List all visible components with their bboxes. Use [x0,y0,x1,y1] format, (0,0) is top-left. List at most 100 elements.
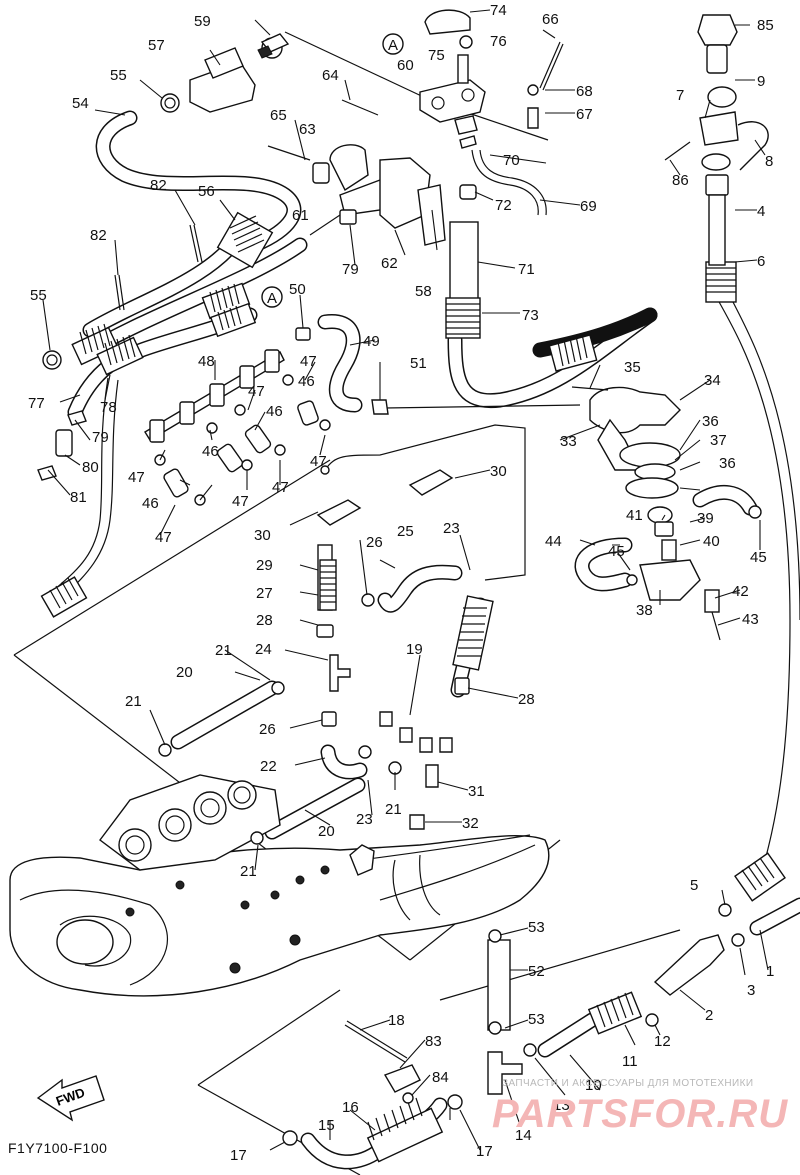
callout-60: 60 [397,57,414,74]
callout-6: 6 [757,253,765,270]
callout-9: 9 [757,73,765,90]
callout-21-c: 21 [385,801,402,818]
ref-marker-a-mid: A [267,290,277,307]
callout-21-a: 21 [215,642,232,659]
diagram-code: F1Y7100-F100 [8,1140,108,1156]
main-hoses [51,110,800,1170]
callout-74: 74 [490,2,507,19]
callout-28-right: 28 [518,691,535,708]
callout-15: 15 [318,1117,335,1134]
callout-53-lower: 53 [528,1011,545,1028]
callout-66: 66 [542,11,559,28]
callout-47-c: 47 [310,453,327,470]
callout-16: 16 [342,1099,359,1116]
callout-26-upper: 26 [366,534,383,551]
callout-63: 63 [299,121,316,138]
callout-7: 7 [676,87,684,104]
callout-27: 27 [256,585,273,602]
callout-61: 61 [292,207,309,224]
callout-65: 65 [270,107,287,124]
callout-68: 68 [576,83,593,100]
callout-24: 24 [255,641,272,658]
callout-3: 3 [747,982,755,999]
watermark-logo: PARTSFOR.RU [492,1092,789,1136]
callout-77: 77 [28,395,45,412]
callout-82-left: 82 [90,227,107,244]
callout-17-right: 17 [476,1143,493,1160]
callout-59: 59 [194,13,211,30]
callout-21-d: 21 [240,863,257,880]
callout-69: 69 [580,198,597,215]
callout-67: 67 [576,106,593,123]
callout-10: 10 [585,1077,602,1094]
callout-48: 48 [198,353,215,370]
callout-46-c: 46 [202,443,219,460]
callout-57: 57 [148,37,165,54]
callout-71: 71 [518,261,535,278]
callout-79-left: 79 [92,429,109,446]
callout-40: 40 [703,533,720,550]
callout-50: 50 [289,281,306,298]
callout-5: 5 [690,877,698,894]
callout-56: 56 [198,183,215,200]
callout-13: 13 [553,1097,570,1114]
callout-12: 12 [654,1033,671,1050]
callout-8: 8 [765,153,773,170]
callout-46-d: 46 [142,495,159,512]
callout-53-upper: 53 [528,919,545,936]
callout-55-top: 55 [110,67,127,84]
callout-36-lower: 36 [719,455,736,472]
callout-1: 1 [766,963,774,980]
callout-84: 84 [432,1069,449,1086]
center-fittings [158,465,470,845]
callout-20-upper: 20 [176,664,193,681]
callout-42: 42 [732,583,749,600]
leader-lines [42,9,769,1151]
callout-31: 31 [468,783,485,800]
watermark: ЗАПЧАСТИ И АКСЕССУАРЫ ДЛЯ МОТОТЕХНИКИ PA… [492,1078,792,1148]
callout-47-a: 47 [300,353,317,370]
corrugated-sections [40,211,786,1163]
callout-49: 49 [363,333,380,350]
callout-47-d: 47 [128,469,145,486]
callout-55-left: 55 [30,287,47,304]
callout-4: 4 [757,203,765,220]
callout-62: 62 [381,255,398,272]
callout-75: 75 [428,47,445,64]
callout-45-right: 45 [750,549,767,566]
callout-47-f: 47 [272,479,289,496]
callout-47-g: 47 [155,529,172,546]
callout-85: 85 [757,17,774,34]
callout-39: 39 [697,510,714,527]
callout-20-lower: 20 [318,823,335,840]
callout-52: 52 [528,963,545,980]
callout-81: 81 [70,489,87,506]
callout-78: 78 [100,399,117,416]
engine-block [9,774,550,997]
callout-25: 25 [397,523,414,540]
watermark-caption: ЗАПЧАСТИ И АКСЕССУАРЫ ДЛЯ МОТОТЕХНИКИ [502,1078,754,1089]
callout-28-left: 28 [256,612,273,629]
water-pump-group [571,386,762,641]
callout-54: 54 [72,95,89,112]
callout-76: 76 [490,33,507,50]
callout-34: 34 [704,372,721,389]
callout-70: 70 [503,152,520,169]
callout-58: 58 [415,283,432,300]
callout-73: 73 [522,307,539,324]
callout-30-left: 30 [254,527,271,544]
callout-41: 41 [626,507,643,524]
callout-47-e: 47 [232,493,249,510]
callout-11: 11 [622,1053,638,1070]
callout-18: 18 [388,1012,405,1029]
callout-22: 22 [260,758,277,775]
callout-79-top: 79 [342,261,359,278]
callout-35: 35 [624,359,641,376]
thermostat-housing-group [267,9,769,266]
callout-2: 2 [705,1007,713,1024]
callout-19: 19 [406,641,423,658]
callout-23-lower: 23 [356,811,373,828]
callout-21-b: 21 [125,693,142,710]
callout-46-b: 46 [266,403,283,420]
